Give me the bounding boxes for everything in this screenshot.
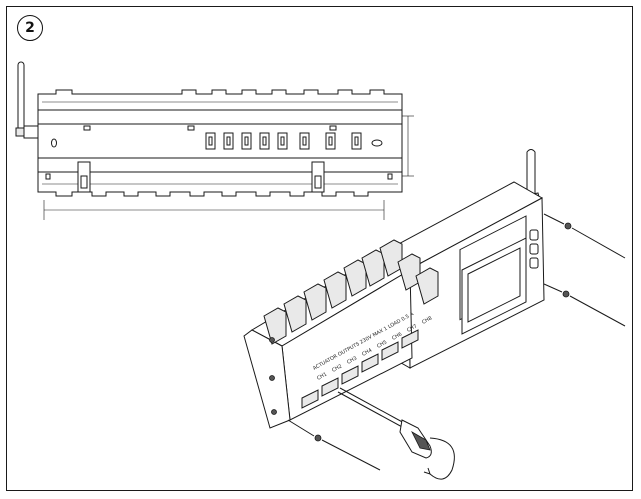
label-ch1: CH1 bbox=[316, 371, 328, 381]
mounting-hole-right bbox=[371, 139, 383, 147]
label-ch8: CH8 bbox=[421, 315, 433, 325]
label-ch3: CH3 bbox=[346, 355, 358, 365]
screwdriver bbox=[337, 387, 455, 480]
top-terminal-comb bbox=[37, 89, 403, 111]
mounting-hole-left bbox=[51, 138, 57, 148]
display-button-2 bbox=[529, 243, 539, 255]
terminal-body: ACTUATOR OUTPUTS 230V MAX 1 LOAD 0.5 A C… bbox=[243, 239, 439, 429]
bottom-connectors bbox=[301, 329, 419, 409]
display-button-1 bbox=[529, 229, 539, 241]
screw-top-right bbox=[564, 222, 572, 230]
label-ch5: CH5 bbox=[376, 339, 388, 349]
step-number-badge: 2 bbox=[17, 15, 43, 41]
label-ch4: CH4 bbox=[361, 347, 373, 357]
label-ch7: CH7 bbox=[406, 323, 418, 333]
label-ch6: CH6 bbox=[391, 331, 403, 341]
front-view-drawing bbox=[15, 61, 414, 220]
diagram-frame bbox=[6, 6, 633, 491]
isometric-view-drawing: ACTUATOR OUTPUTS 230V MAX 1 LOAD 0.5 A C… bbox=[243, 149, 626, 480]
display-button-3 bbox=[529, 257, 539, 269]
top-terminal-blocks bbox=[263, 239, 439, 345]
antenna-front bbox=[15, 61, 39, 139]
bottom-terminal-comb bbox=[37, 171, 403, 197]
din-clips bbox=[77, 161, 325, 193]
dimension-lines bbox=[43, 115, 414, 220]
front-housing bbox=[37, 109, 403, 173]
label-ch2: CH2 bbox=[331, 363, 343, 373]
screw-bottom-right bbox=[562, 290, 570, 298]
screw-bottom-left bbox=[314, 434, 322, 442]
connector-windows bbox=[205, 132, 362, 150]
